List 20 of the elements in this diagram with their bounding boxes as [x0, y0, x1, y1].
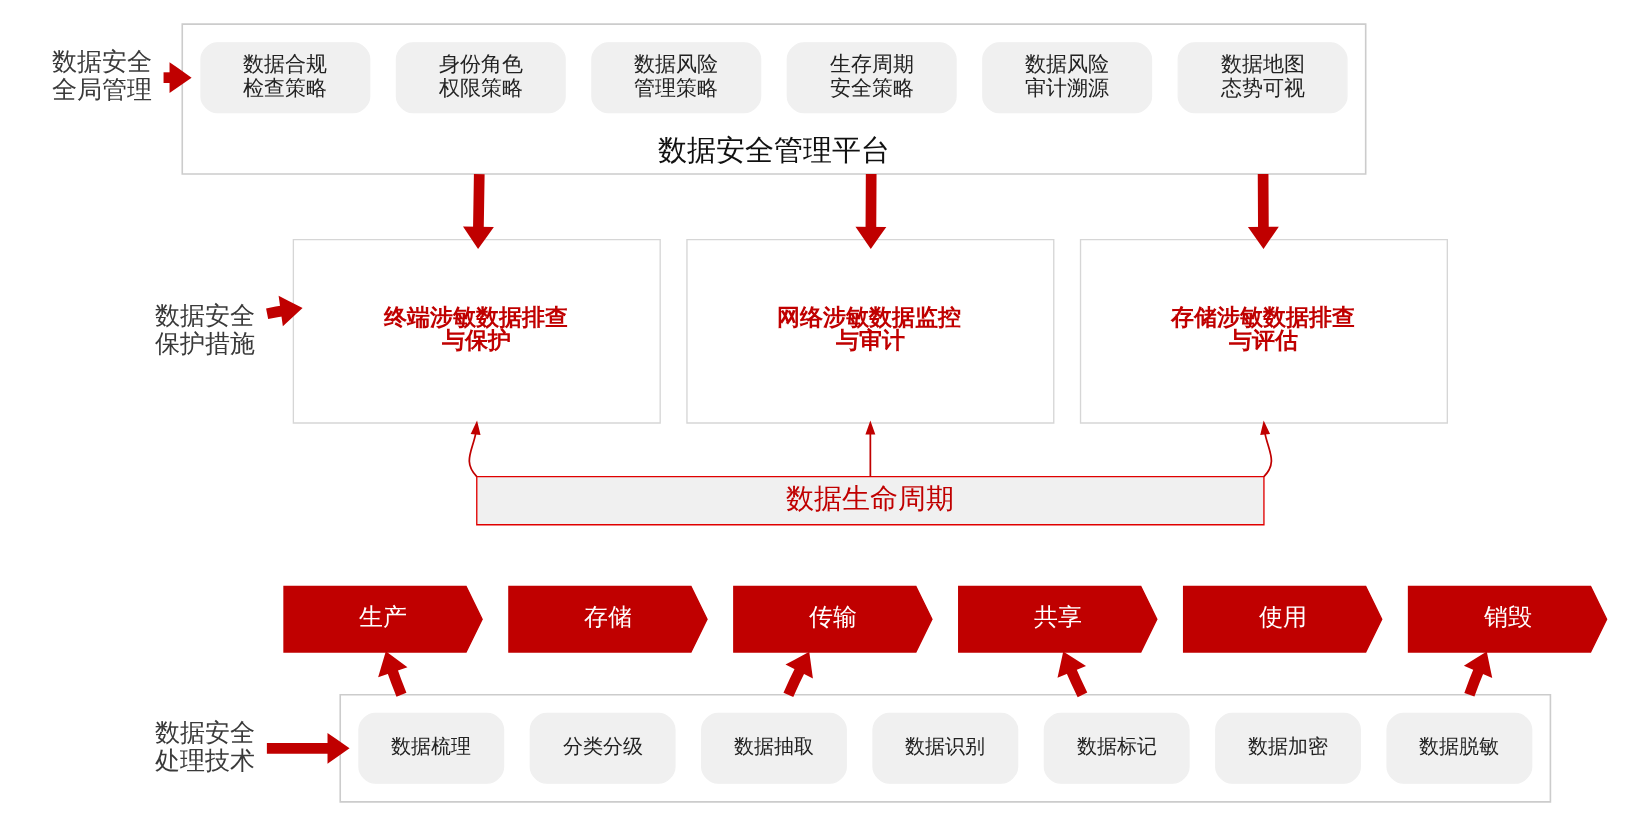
node-text: 数据安全全局管理: [51, 45, 152, 104]
arrow: [1463, 651, 1493, 697]
arrow: [468, 420, 481, 478]
arrow: [463, 173, 494, 249]
node-box: 存储涉敏数据排查与评估: [1079, 238, 1448, 424]
arrow: [783, 651, 813, 697]
node-text: 数据安全处理技术: [155, 716, 256, 775]
cluster: [339, 694, 1552, 803]
node-box: 终端涉敏数据排查与保护: [292, 238, 661, 424]
arrow: [1260, 420, 1273, 478]
arrow: [378, 651, 408, 697]
arrow: [266, 732, 350, 764]
arrow: [1247, 174, 1279, 249]
arrow: [266, 295, 303, 327]
node-box: 网络涉敏数据监控与审计: [686, 238, 1055, 424]
node-text: 数据安全保护措施: [155, 299, 256, 358]
arrow: [855, 174, 887, 249]
arrow: [865, 420, 876, 478]
node-box: 数据生命周期: [476, 475, 1265, 526]
arrow: [1057, 651, 1088, 698]
